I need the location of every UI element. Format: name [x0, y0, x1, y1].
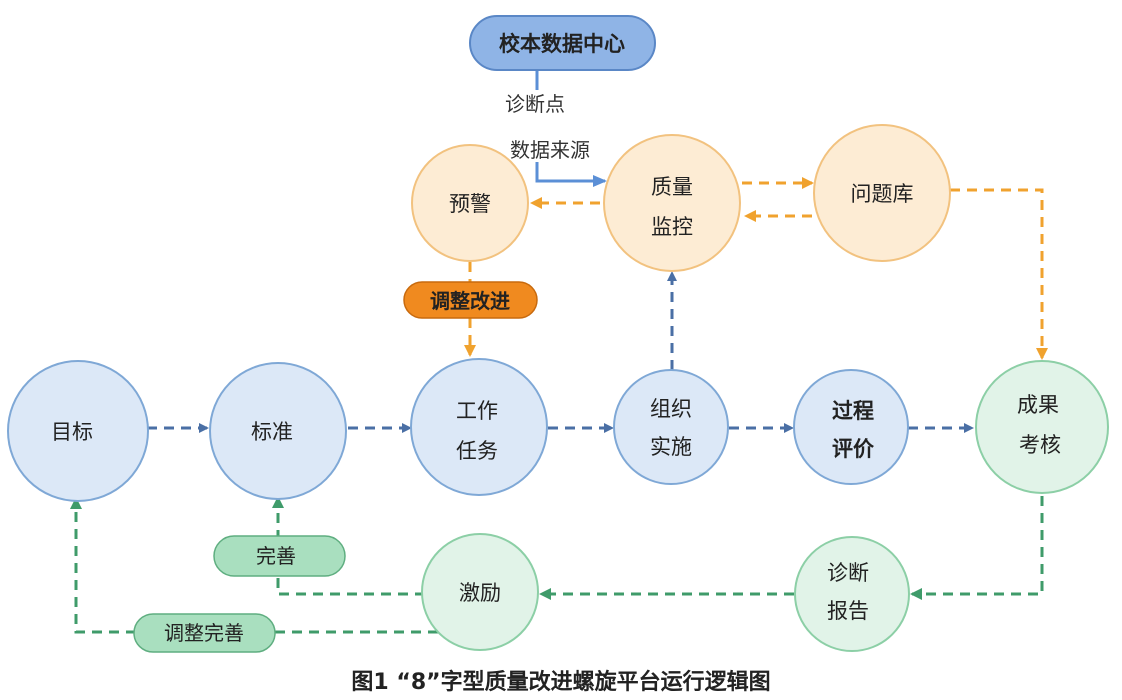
incentive-label: 激励 — [459, 581, 501, 605]
process-label-line1: 过程 — [832, 399, 874, 423]
standard-node: 标准 — [209, 362, 347, 500]
organize-label-line2: 实施 — [650, 435, 692, 459]
work-label-line1: 工作 — [456, 399, 498, 423]
organize-implement-node: 组织 实施 — [613, 369, 729, 485]
diagnosis-label-line2: 报告 — [827, 599, 869, 623]
process-evaluation-node: 过程 评价 — [793, 369, 909, 485]
incentive-node: 激励 — [421, 533, 539, 651]
work-label-line2: 任务 — [456, 439, 498, 463]
warning-node: 预警 — [411, 144, 529, 262]
adjust-improve-label: 调整改进 — [430, 289, 510, 313]
diagnosis-label-line1: 诊断 — [827, 561, 869, 585]
diagnosis-report-node: 诊断 报告 — [794, 536, 910, 652]
work-task-node: 工作 任务 — [410, 358, 548, 496]
figure-caption: 图1 “8”字型质量改进螺旋平台运行逻辑图 — [351, 670, 771, 695]
data-center-node: 校本数据中心 — [469, 15, 656, 71]
warning-label: 预警 — [449, 192, 491, 216]
result-label-line2: 考核 — [1019, 433, 1061, 457]
edge-incentive-to-standard — [276, 578, 425, 596]
adjust-perfect-pill: 调整完善 — [133, 613, 276, 653]
quality-monitoring-node: 质量 监控 — [603, 134, 741, 272]
goal-label: 目标 — [51, 420, 93, 444]
process-label-line2: 评价 — [832, 437, 875, 461]
data-source-label: 数据来源 — [510, 138, 590, 162]
perfect-label: 完善 — [256, 544, 296, 568]
standard-label: 标准 — [251, 420, 293, 444]
quality-label-line2: 监控 — [651, 215, 693, 239]
problem-bank-node: 问题库 — [813, 124, 951, 262]
edge-problem-to-result — [950, 188, 1048, 360]
quality-label-line1: 质量 — [651, 175, 693, 199]
diag-point-label: 诊断点 — [505, 92, 565, 116]
goal-node: 目标 — [7, 360, 149, 502]
adjust-perfect-label: 调整完善 — [164, 621, 244, 645]
perfect-pill: 完善 — [213, 535, 346, 577]
edge-result-to-diagnosis — [910, 496, 1044, 600]
organize-label-line1: 组织 — [650, 397, 692, 421]
problem-bank-label: 问题库 — [851, 182, 914, 206]
edge-incentive-to-goal — [76, 499, 438, 634]
edge-datacenter-to-quality — [535, 70, 605, 181]
adjust-improve-pill: 调整改进 — [403, 281, 538, 319]
data-center-label: 校本数据中心 — [499, 32, 625, 56]
result-label-line1: 成果 — [1017, 393, 1059, 417]
result-assessment-node: 成果 考核 — [975, 360, 1109, 494]
